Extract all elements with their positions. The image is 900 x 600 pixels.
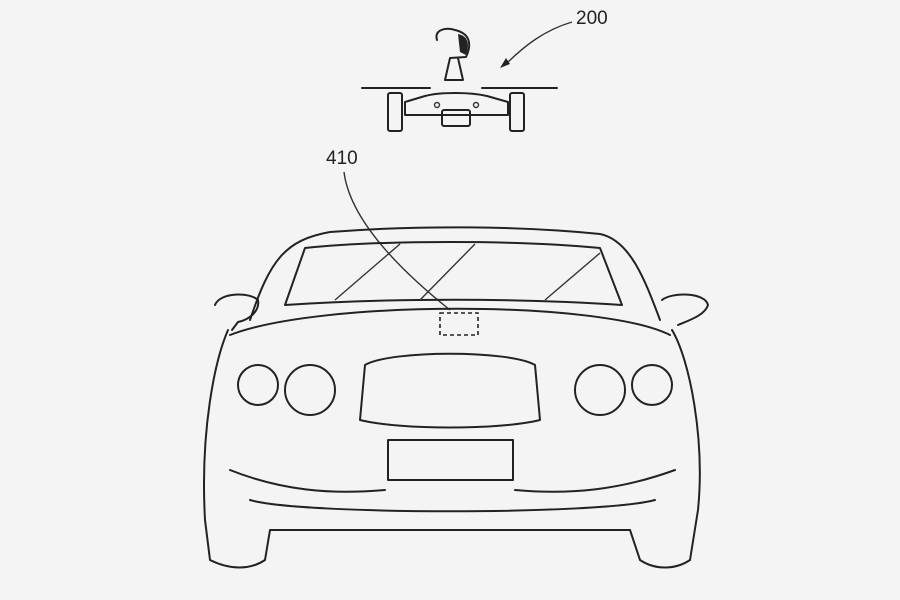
headlight-right-outer bbox=[631, 364, 673, 406]
sensor-reference-label: 410 bbox=[326, 148, 358, 169]
drone-illustration bbox=[361, 27, 558, 132]
left-mirror bbox=[214, 293, 260, 331]
car-illustration bbox=[203, 226, 709, 569]
right-mirror bbox=[661, 293, 709, 326]
headlight-left-inner bbox=[284, 364, 336, 416]
sensor-box bbox=[439, 312, 479, 336]
drone-reference-label: 200 bbox=[576, 8, 608, 29]
drone-leader-line bbox=[504, 21, 573, 66]
headlight-left-outer bbox=[237, 364, 279, 406]
headlight-right-inner bbox=[574, 364, 626, 416]
license-plate bbox=[387, 439, 514, 481]
windshield bbox=[284, 241, 623, 306]
drone-leader-arrow bbox=[500, 58, 510, 68]
sensor-leader-line bbox=[343, 171, 451, 311]
grille bbox=[359, 352, 541, 429]
